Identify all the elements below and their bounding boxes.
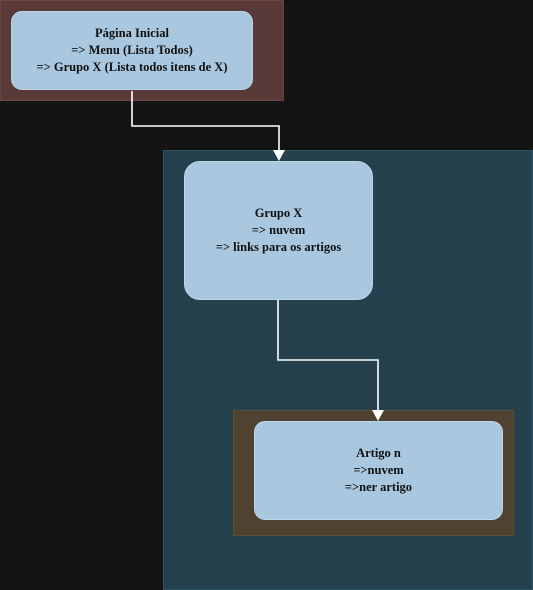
article-node-line-cloud: =>nuvem	[353, 463, 404, 477]
home-node-line-group: => Grupo X (Lista todos itens de X)	[36, 60, 228, 74]
home-node-line-menu: => Menu (Lista Todos)	[71, 43, 193, 57]
group-x-node[interactable]: Grupo X => nuvem => links para os artigo…	[184, 161, 373, 300]
article-n-node[interactable]: Artigo n =>nuvem =>ner artigo	[254, 421, 503, 520]
group-node-line-links: => links para os artigos	[215, 240, 342, 254]
group-node-title: Grupo X	[254, 206, 303, 220]
home-node-title: Página Inicial	[95, 26, 169, 40]
article-node-line-view: =>ner artigo	[344, 480, 413, 494]
group-node-line-cloud: => nuvem	[251, 223, 306, 237]
article-node-title: Artigo n	[356, 446, 401, 460]
home-page-node[interactable]: Página Inicial => Menu (Lista Todos) => …	[11, 11, 253, 90]
